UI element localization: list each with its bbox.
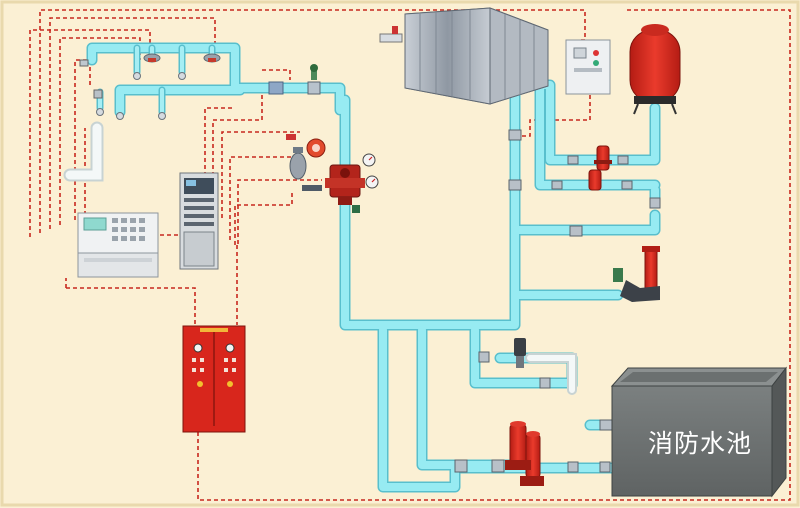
- pump-control-cabinet-icon: [182, 325, 246, 433]
- pressure-gauge-icon: [362, 153, 379, 189]
- fire-alarm-controller-icon: [77, 212, 159, 278]
- pressure-tank-icon: [629, 24, 681, 115]
- water-tank-icon: [379, 7, 549, 105]
- fire-water-pool-icon: [610, 366, 788, 498]
- pool-label: 消防水池: [647, 429, 752, 458]
- control-box-icon: [565, 39, 611, 95]
- valve-icon: [454, 129, 661, 473]
- server-cabinet-icon: [179, 172, 219, 270]
- fire-hydrant-icon: [613, 246, 660, 302]
- valve-icon: [79, 59, 321, 99]
- check-valve-icon: [514, 338, 526, 368]
- signal-wiring: [29, 9, 791, 501]
- fire-pump-icon: [505, 421, 544, 486]
- alarm-valve-icon: [286, 134, 365, 213]
- jockey-pump-icon: [588, 145, 612, 191]
- test-drain-pipe: [63, 121, 104, 182]
- sprinkler-head-icon: [96, 53, 221, 120]
- overflow-pipe: [525, 353, 577, 395]
